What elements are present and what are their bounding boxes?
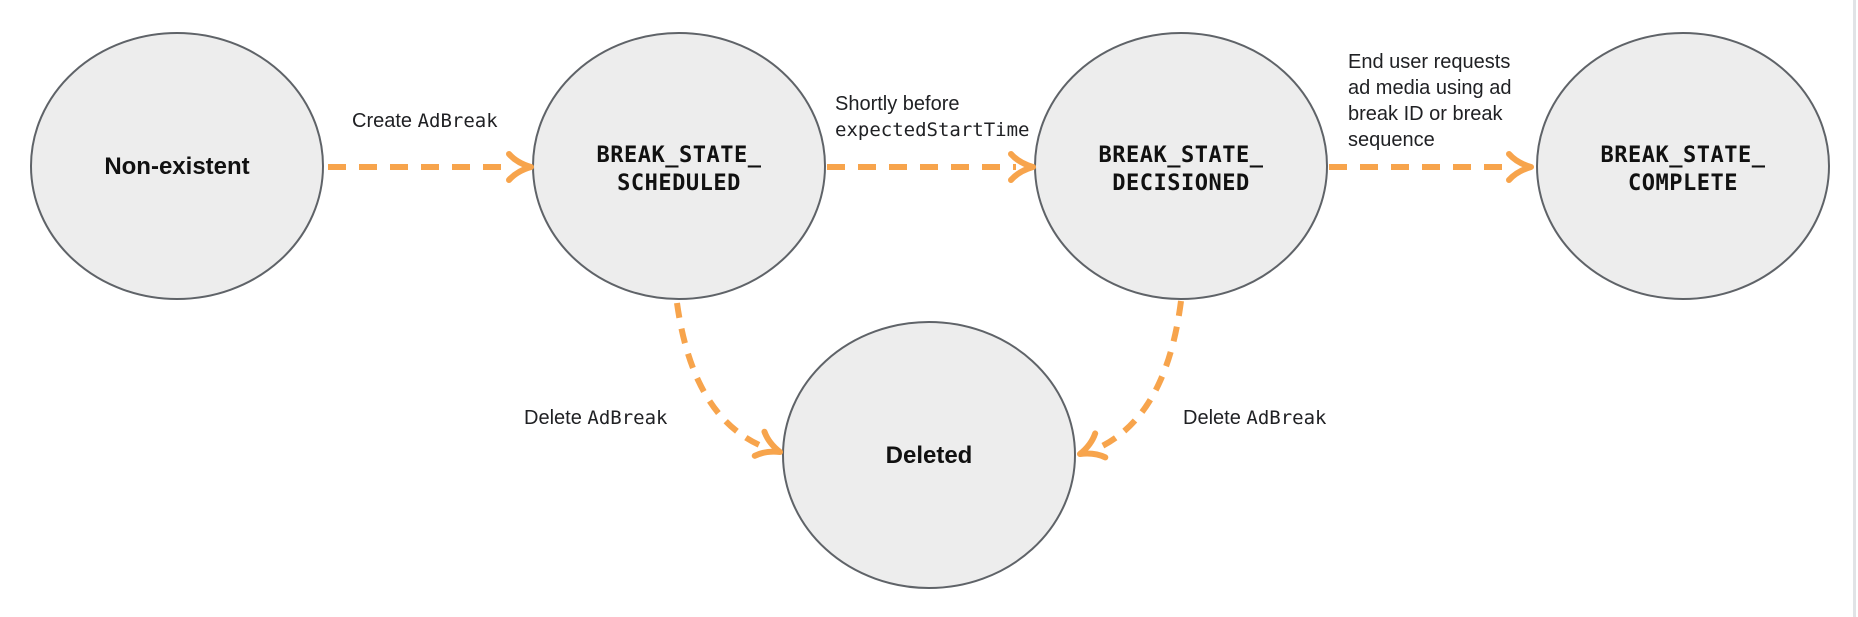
edge-label-complete-line1: End user requests [1348,51,1510,73]
edge-label-create-code: AdBreak [418,110,499,132]
edge-label-complete-line3: break ID or break [1348,103,1504,125]
edge-label-decision-line2: expectedStartTime [835,119,1029,141]
edge-label-decision-line1: Shortly before [835,93,960,115]
edge-label-create-adbreak: Create AdBreak [352,110,498,132]
right-edge-divider [1853,0,1856,617]
edge-delete-from-scheduled-curve [674,302,766,450]
edge-label-delete-left-code: AdBreak [587,407,668,429]
edge-label-delete-from-decisioned: Delete AdBreak [1183,407,1327,429]
node-label-decisioned-line2: DECISIONED [1112,171,1249,196]
edge-label-create-plain: Create [352,110,418,132]
node-label-scheduled-line2: SCHEDULED [617,171,741,196]
arrowhead-curved-icon [751,428,783,459]
edge-label-delete-left-plain: Delete [524,407,587,429]
node-label-decisioned-line1: BREAK_STATE_ [1099,143,1264,168]
edge-label-complete-line4: sequence [1348,129,1435,151]
node-ellipse-break-state-complete [1536,32,1830,300]
arrowhead-right-icon [506,151,534,183]
node-label-non-existent: Non-existent [104,153,249,180]
arrowhead-right-icon [1008,151,1036,183]
node-label-deleted: Deleted [886,442,973,469]
arrowhead-curved-icon [1077,430,1109,461]
node-label-scheduled-line1: BREAK_STATE_ [597,143,762,168]
node-ellipse-deleted [782,321,1076,589]
edge-label-delete-from-scheduled: Delete AdBreak [524,407,668,429]
edge-label-delete-right-plain: Delete [1183,407,1246,429]
node-ellipse-non-existent [30,32,324,300]
node-label-complete-line1: BREAK_STATE_ [1601,143,1766,168]
node-label-complete-line2: COMPLETE [1628,171,1738,196]
arrowhead-right-icon [1506,151,1534,183]
edge-delete-from-decisioned-curve [1094,300,1184,452]
edge-label-complete-line2: ad media using ad [1348,77,1511,99]
edge-label-delete-right-code: AdBreak [1246,407,1327,429]
